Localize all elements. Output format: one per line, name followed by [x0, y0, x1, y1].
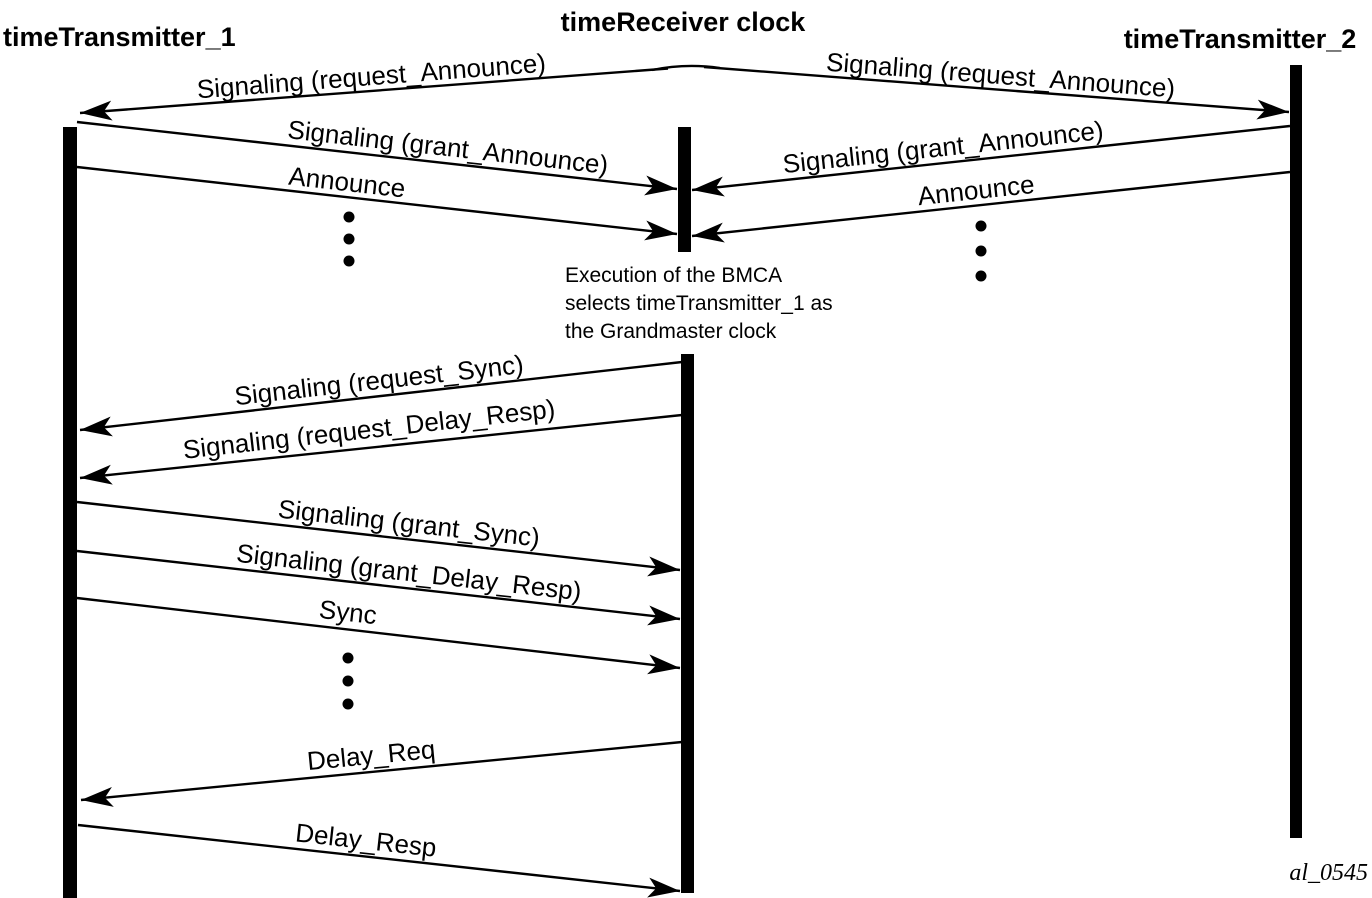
lifeline-timetransmitter-2	[1290, 65, 1302, 838]
bmca-note-line-2: selects timeTransmitter_1 as	[565, 292, 833, 315]
ellipsis-dot	[975, 270, 987, 282]
message-line-request-announce-left	[79, 67, 669, 121]
ellipsis-dot	[975, 220, 987, 232]
label-sync: Sync	[318, 594, 379, 630]
ellipsis-dot	[343, 211, 355, 223]
lifeline-timereceiver-upper	[678, 127, 691, 252]
ellipsis-dot	[975, 245, 987, 257]
ellipsis-dots-right-top	[975, 220, 987, 282]
ellipsis-dot	[343, 255, 355, 267]
message-lines	[76, 64, 1291, 898]
message-line-announce-left	[76, 165, 678, 241]
message-line-grant-announce-right	[691, 124, 1291, 197]
actor-title-timereceiver: timeReceiver clock	[561, 7, 807, 37]
lifeline-timereceiver-lower	[681, 354, 694, 893]
message-line-request-sync	[79, 360, 683, 437]
message-line-request-announce-right	[703, 65, 1290, 120]
bmca-note-line-1: Execution of the BMCA	[565, 264, 782, 287]
bmca-note-line-3: the Grandmaster clock	[565, 320, 777, 343]
ellipsis-dot	[342, 652, 354, 664]
message-line-delay-req	[80, 740, 683, 807]
message-line-delay-resp	[77, 823, 681, 898]
lifelines	[63, 65, 1302, 898]
message-line-grant-announce-left	[76, 120, 678, 196]
message-line-announce-right	[691, 170, 1291, 243]
message-line-grant-sync	[76, 500, 681, 577]
figure-watermark: al_0545	[1289, 860, 1368, 886]
lifeline-timetransmitter-1	[63, 127, 77, 898]
ellipsis-dots-left-top	[343, 211, 355, 267]
actor-title-timetransmitter-1: timeTransmitter_1	[3, 22, 236, 52]
ellipsis-dot	[343, 233, 355, 245]
message-line-grant-delay-resp	[76, 549, 681, 626]
message-line-sync	[76, 596, 681, 675]
message-line-request-delay-resp	[79, 413, 683, 485]
ellipsis-dot	[342, 698, 354, 710]
ellipsis-dot	[342, 675, 354, 687]
actor-title-timetransmitter-2: timeTransmitter_2	[1124, 24, 1357, 54]
bmca-note: Execution of the BMCA selects timeTransm…	[565, 264, 833, 343]
ellipsis-dots-left-bottom	[342, 652, 354, 710]
